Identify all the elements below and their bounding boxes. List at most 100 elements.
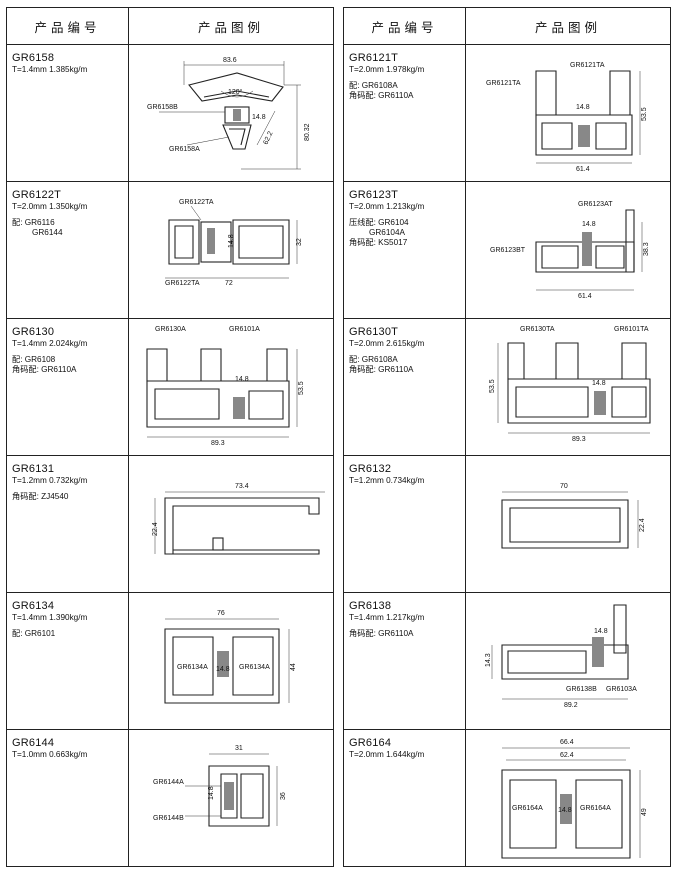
dim-label: 14.3 [485,653,492,667]
product-accessories: 压线配: GR6104 GR6104A 角码配: KS5017 [349,218,465,248]
product-spec: T=2.0mm 2.615kg/m [349,339,425,348]
product-figure: GR6123AT 14.8 38.3 GR6123BT 61.4 [465,181,671,319]
header-figure: 产品图例 [128,7,334,45]
header-code: 产品编号 [6,7,129,45]
part-label: GR6123BT [490,247,526,254]
product-accessories: 角码配: ZJ4540 [12,492,128,502]
profile-drawing-gr6123t: GR6123AT 14.8 38.3 GR6123BT 61.4 [490,201,650,300]
part-label: GR6123AT [578,201,613,208]
dim-label: 44 [290,663,297,671]
product-accessories: 配: GR6108A 角码配: GR6110A [349,355,465,375]
part-label: GR6101TA [614,326,649,333]
product-accessories: 配: GR6116 GR6144 [12,218,128,238]
product-figure: 76 GR6134A 14.8 GR6134A 44 [128,592,334,730]
dim-label: 14.8 [216,666,230,673]
dim-label: 72 [225,280,233,287]
product-code: GR6134 [12,600,55,612]
dim-label: 14.8 [594,628,608,635]
product-info: GR6158 T=1.4mm 1.385kg/m [6,44,129,182]
accessory-item: 配: GR6108A [349,81,398,90]
dim-label: 62.4 [560,752,574,759]
part-label: GR6130TA [520,326,555,333]
accessory-item: 角码配: GR6110A [349,91,414,100]
accessory-item: 角码配: GR6110A [349,365,414,374]
dim-label: 31 [235,745,243,752]
product-accessories: 配: GR6101 [12,629,128,639]
product-spec: T=2.0mm 1.644kg/m [349,750,425,759]
accessory-item: 配: GR6108 [12,355,56,364]
product-table-right: 产品编号 产品图例 GR6121T T=2.0mm 1.978kg/m 配: G… [343,7,671,867]
product-info: GR6138 T=1.4mm 1.217kg/m 角码配: GR6110A [343,592,466,730]
product-spec: T=2.0mm 1.350kg/m [12,202,88,211]
product-info: GR6134 T=1.4mm 1.390kg/m 配: GR6101 [6,592,129,730]
accessory-item: 压线配: GR6104 [349,218,409,227]
accessory-item: 角码配: ZJ4540 [12,492,69,501]
product-code: GR6132 [349,463,392,475]
dim-label: 70 [560,483,568,490]
product-row: GR6130 T=1.4mm 2.024kg/m 配: GR6108 角码配: … [6,318,334,456]
product-accessories: 角码配: GR6110A [349,629,465,639]
dim-label: 53.5 [489,379,496,393]
accessory-item: 配: GR6116 [12,218,55,227]
dim-label: 14.8 [235,376,249,383]
product-info: GR6121T T=2.0mm 1.978kg/m 配: GR6108A 角码配… [343,44,466,182]
part-label: GR6138B [566,686,597,693]
angle-label: 120° [228,88,243,96]
part-label: GR6164A [580,805,611,812]
product-accessories: 配: GR6108 角码配: GR6110A [12,355,128,375]
product-figure: GR6130TA GR6101TA 53.5 14.8 89.3 [465,318,671,456]
product-code: GR6121T [349,52,399,64]
profile-drawing-gr6138: 14.8 14.3 GR6138B GR6103A 89.2 [485,604,637,709]
product-info: GR6144 T=1.0mm 0.663kg/m [6,729,129,867]
profile-drawing-gr6131: 73.4 22.4 [152,483,325,555]
product-spec: T=2.0mm 1.213kg/m [349,202,425,211]
product-info: GR6130 T=1.4mm 2.024kg/m 配: GR6108 角码配: … [6,318,129,456]
product-row: GR6123T T=2.0mm 1.213kg/m 压线配: GR6104 GR… [343,181,671,319]
product-row: GR6138 T=1.4mm 1.217kg/m 角码配: GR6110A 14… [343,592,671,730]
product-code: GR6158 [12,52,55,64]
product-row: GR6121T T=2.0mm 1.978kg/m 配: GR6108A 角码配… [343,44,671,182]
part-label: GR6158B [147,104,178,111]
product-code: GR6131 [12,463,55,475]
product-row: GR6144 T=1.0mm 0.663kg/m 31 GR6144A 14.8… [6,729,334,867]
product-row: GR6158 T=1.4mm 1.385kg/m 83.6 120° GR615… [6,44,334,182]
product-spec: T=1.4mm 1.390kg/m [12,613,88,622]
product-figure: GR6121TA GR6121TA 14.8 53.5 61.4 [465,44,671,182]
accessory-item: GR6144 [32,228,63,237]
dim-label: 36 [280,792,287,800]
product-code: GR6130T [349,326,399,338]
dim-label: 14.8 [228,234,235,248]
product-row: GR6132 T=1.2mm 0.734kg/m 70 22.4 [343,455,671,593]
dim-label: 14.8 [558,807,572,814]
product-info: GR6164 T=2.0mm 1.644kg/m [343,729,466,867]
header-figure: 产品图例 [465,7,671,45]
dim-label: 14.8 [208,786,215,800]
dim-label: 14.8 [576,104,590,111]
product-code: GR6164 [349,737,392,749]
part-label: GR6158A [169,146,200,153]
product-figure: 31 GR6144A 14.8 GR6144B 36 [128,729,334,867]
part-label: GR6144B [153,815,184,822]
product-figure: 66.4 62.4 GR6164A 14.8 GR6164A 49 [465,729,671,867]
dim-label: 66.4 [560,739,574,746]
product-accessories: 配: GR6108A 角码配: GR6110A [349,81,465,101]
part-label: GR6103A [606,686,637,693]
dim-label: 73.4 [235,483,249,490]
accessory-item: 配: GR6101 [12,629,56,638]
profile-drawing-gr6164: 66.4 62.4 GR6164A 14.8 GR6164A 49 [501,739,648,859]
product-row: GR6131 T=1.2mm 0.732kg/m 角码配: ZJ4540 73.… [6,455,334,593]
product-code: GR6122T [12,189,62,201]
product-figure: 14.8 14.3 GR6138B GR6103A 89.2 [465,592,671,730]
product-spec: T=1.0mm 0.663kg/m [12,750,88,759]
accessory-item: GR6104A [369,228,405,237]
accessory-item: 角码配: KS5017 [349,238,408,247]
part-label: GR6144A [153,779,184,786]
product-figure: GR6130A GR6101A 14.8 53.5 89.3 [128,318,334,456]
profile-drawing-gr6144: 31 GR6144A 14.8 GR6144B 36 [153,745,287,827]
product-figure: 70 22.4 [465,455,671,593]
part-label: GR6121TA [570,62,605,69]
product-figure: 73.4 22.4 [128,455,334,593]
accessory-item: 角码配: GR6110A [349,629,414,638]
product-info: GR6122T T=2.0mm 1.350kg/m 配: GR6116 GR61… [6,181,129,319]
dim-label: 53.5 [641,107,648,121]
